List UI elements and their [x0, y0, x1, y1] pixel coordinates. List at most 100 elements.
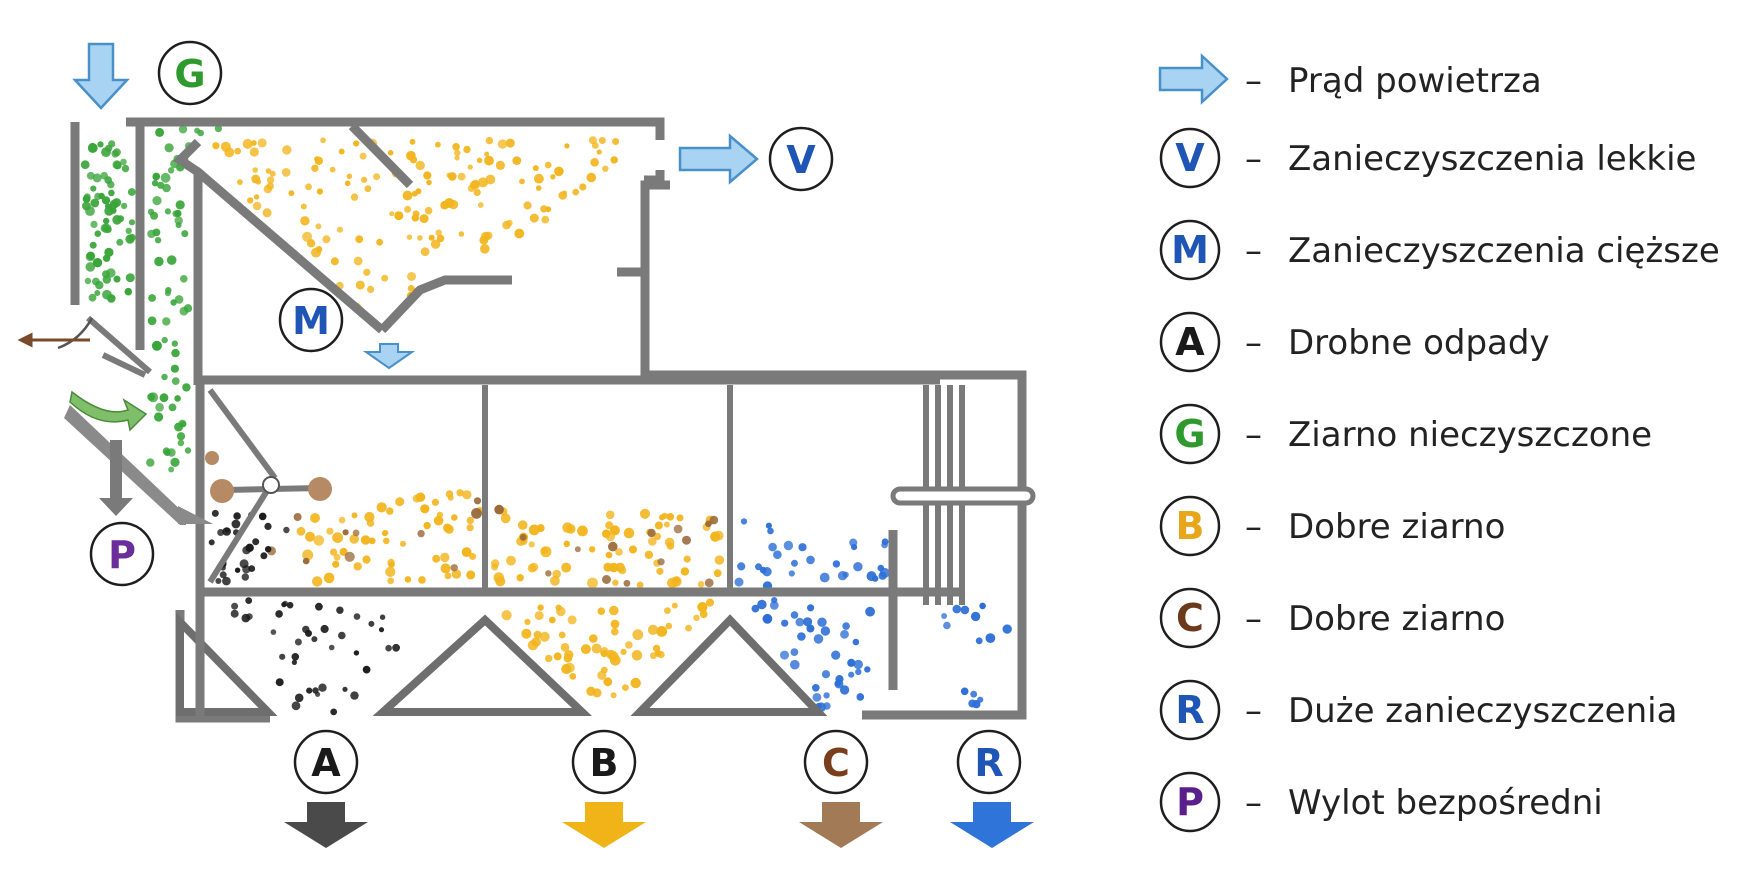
yellow-grain-dot	[605, 551, 613, 559]
yellow-grain-dot	[302, 549, 314, 561]
green-grain-dot	[162, 317, 171, 326]
yellow-grain-dot	[564, 143, 570, 149]
legend-symbol-circle	[1159, 679, 1221, 741]
curved-air-arrow	[69, 390, 148, 432]
yellow-grain-dot	[409, 138, 416, 145]
legend-symbol-letter: A	[1175, 320, 1205, 364]
legend-item-b: B–Dobre ziarno	[1159, 495, 1505, 557]
yellow-grain-dot	[249, 147, 259, 157]
black-fine-dot	[392, 643, 400, 652]
black-fine-dot	[291, 701, 301, 711]
green-grain-dot	[90, 198, 100, 208]
green-grain-dot	[107, 294, 116, 303]
yellow-grain-dot	[623, 527, 635, 539]
yellow-grains	[491, 507, 725, 589]
yellow-grain-dot	[653, 532, 661, 541]
green-grain-dot	[155, 403, 164, 412]
yellow-grain-dot	[589, 546, 596, 553]
black-fine-dot	[217, 529, 225, 536]
yellow-grain-dot	[420, 247, 430, 257]
green-grain-dot	[86, 251, 95, 260]
blue-impuritie-dot	[817, 617, 827, 627]
yellow-grain-dot	[445, 490, 454, 498]
yellow-grain-dot	[540, 205, 548, 213]
green-grain-dot	[168, 403, 177, 412]
yellow-grain-dot	[404, 205, 412, 213]
air-outlet-arrow-v	[678, 133, 759, 185]
legend-symbol-circle	[1159, 587, 1221, 649]
green-grain-dot	[164, 143, 174, 153]
black-fine-dot	[219, 571, 227, 579]
yellow-grain-dot	[610, 619, 620, 629]
blue-impuritie-dot	[877, 564, 885, 572]
green-grain-dot	[166, 255, 177, 265]
label-m: M	[278, 287, 344, 353]
green-grain-dot	[101, 196, 111, 205]
black-fine-dot	[208, 539, 215, 546]
yellow-grain-dot	[600, 666, 608, 674]
green-grain-dot	[148, 392, 159, 403]
blue-impuritie-dot	[765, 522, 773, 529]
yellow-grain-dot	[697, 581, 705, 588]
green-grain-dot	[128, 219, 136, 226]
yellow-grain-dot	[680, 567, 690, 576]
black-fine-dot	[312, 687, 319, 694]
blue-impuritie-dot	[812, 684, 820, 692]
yellow-grain-dot	[563, 653, 573, 663]
black-fine-dot	[318, 683, 327, 692]
yellow-grain-dot	[467, 164, 473, 170]
green-grain-dot	[103, 217, 110, 225]
green-grain-dot	[167, 167, 175, 174]
blue-impuritie-dot	[835, 675, 844, 684]
yellow-grain-dot	[567, 615, 577, 625]
yellow-grain-dot	[478, 177, 488, 188]
black-fine-dot	[302, 625, 310, 634]
green-grain-dot	[102, 223, 112, 234]
green-grain-dot	[176, 432, 186, 441]
particles	[80, 125, 1012, 716]
blue-impuritie-dot	[790, 659, 800, 670]
green-grain-dot	[150, 211, 159, 220]
black-fine-dot	[252, 538, 260, 546]
yellow-grain-dot	[395, 497, 405, 507]
yellow-grain-dot	[537, 604, 544, 611]
yellow-grain-dot	[247, 197, 254, 204]
blue-impuritie-dot	[795, 617, 805, 627]
green-grain-dot	[184, 447, 192, 454]
green-grain-dot	[159, 393, 169, 403]
yellow-grain-dot	[412, 210, 420, 218]
blue-impuritie-dot	[813, 634, 824, 644]
yellow-grain-dot	[535, 185, 542, 191]
yellow-grain-dot	[609, 605, 619, 616]
yellow-grain-dot	[497, 139, 508, 149]
green-grain-dot	[85, 262, 96, 272]
brown-grain-dot	[545, 570, 552, 577]
blue-impuritie-dot	[853, 562, 863, 572]
black-fine-dot	[275, 678, 284, 687]
yellow-grain-dot	[338, 148, 345, 155]
yellow-grain-dot	[333, 553, 341, 561]
yellow-grain-dot	[402, 190, 413, 201]
yellow-grain-dot	[336, 226, 343, 233]
yellow-grain-dot	[355, 280, 365, 290]
outlet-arrow-a	[284, 802, 368, 848]
black-fine-dot	[211, 509, 219, 517]
green-grain-dot	[174, 216, 183, 225]
yellow-grain-dot	[411, 190, 418, 197]
yellow-grain-dot	[383, 537, 390, 545]
blue-impuritie-dot	[788, 570, 795, 577]
yellow-grain-dot	[420, 504, 430, 514]
green-grain-dot	[180, 275, 188, 283]
yellow-grain-dot	[406, 150, 416, 161]
legend-separator: –	[1245, 61, 1262, 101]
legend-symbol-circle	[1159, 127, 1221, 189]
black-fine-dot	[231, 519, 241, 529]
yellow-grain-dot	[558, 631, 566, 639]
yellow-grain-dot	[237, 179, 243, 186]
yellow-grain-dot	[399, 540, 407, 547]
yellow-grain-dot	[458, 231, 465, 237]
yellow-grain-dot	[451, 514, 458, 521]
yellow-grain-dot	[693, 614, 700, 621]
yellow-grain-dot	[323, 572, 335, 584]
legend-item-c: C–Dobre ziarno	[1159, 587, 1505, 649]
